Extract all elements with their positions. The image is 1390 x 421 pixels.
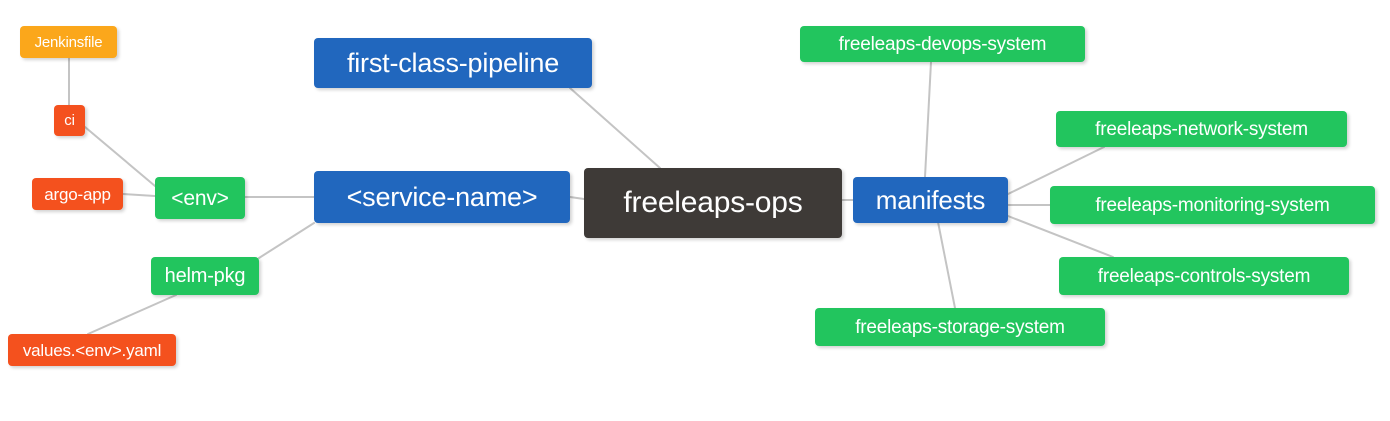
mindmap-node-freeleaps-devops-system[interactable]: freeleaps-devops-system	[800, 26, 1085, 62]
mindmap-node-freeleaps-monitoring-system[interactable]: freeleaps-monitoring-system	[1050, 186, 1375, 224]
mindmap-node-freeleaps-ops[interactable]: freeleaps-ops	[584, 168, 842, 238]
mindmap-node-freeleaps-controls-system[interactable]: freeleaps-controls-system	[1059, 257, 1349, 295]
edge-first-class-pipeline-to-freeleaps-ops	[569, 87, 661, 169]
edge-manifests-to-freeleaps-storage-system	[937, 221, 956, 309]
mindmap-node-values-env-yaml[interactable]: values.<env>.yaml	[8, 334, 176, 366]
edge-service-name-to-helm-pkg	[258, 222, 315, 259]
edge-manifests-to-freeleaps-devops-system	[924, 61, 932, 178]
mindmap-node-first-class-pipeline[interactable]: first-class-pipeline	[314, 38, 592, 88]
mindmap-node-ci[interactable]: ci	[54, 105, 85, 136]
edge-helm-pkg-to-values-env-yaml	[87, 294, 177, 335]
edge-argo-app-to-env	[122, 193, 156, 197]
mindmap-node-freeleaps-storage-system[interactable]: freeleaps-storage-system	[815, 308, 1105, 346]
mindmap-node-jenkinsfile[interactable]: Jenkinsfile	[20, 26, 117, 58]
mindmap-node-service-name[interactable]: <service-name>	[314, 171, 570, 223]
mindmap-node-helm-pkg[interactable]: helm-pkg	[151, 257, 259, 295]
mindmap-node-freeleaps-network-system[interactable]: freeleaps-network-system	[1056, 111, 1347, 147]
mindmap-node-manifests[interactable]: manifests	[853, 177, 1008, 223]
mindmap-node-env[interactable]: <env>	[155, 177, 245, 219]
edge-service-name-to-freeleaps-ops	[569, 196, 585, 200]
mindmap-node-argo-app[interactable]: argo-app	[32, 178, 123, 210]
